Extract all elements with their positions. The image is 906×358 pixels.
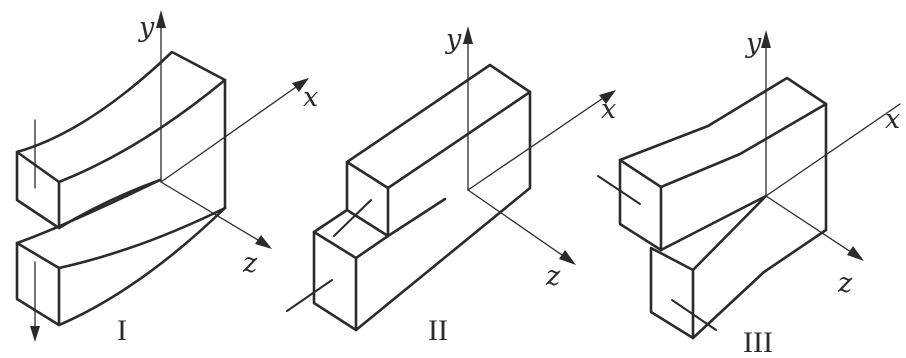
z-axis-label: z	[545, 261, 561, 292]
z-axis	[467, 189, 573, 263]
x-axis-label: x	[601, 94, 616, 125]
figure-2-axes: y x z	[445, 24, 616, 292]
y-axis-arrowhead	[761, 30, 771, 48]
figure-2-label: II	[428, 314, 448, 347]
figure-3-load-lines	[597, 175, 717, 331]
y-axis-arrowhead	[156, 10, 166, 28]
lower-load-arrowhead	[30, 326, 40, 342]
z-axis-arrowhead	[255, 235, 272, 249]
figure-3-upper-block	[618, 76, 828, 252]
figure-3-lower-block	[649, 194, 828, 340]
figure-2-lower-block	[312, 138, 532, 332]
lower-load-line	[286, 279, 333, 312]
figure-2-load-lines	[286, 199, 372, 312]
y-axis-label: y	[745, 28, 762, 59]
x-axis-arrowhead	[599, 90, 616, 104]
upper-load-line	[333, 199, 372, 237]
z-axis-arrowhead	[847, 246, 864, 261]
y-axis-label: y	[138, 12, 155, 43]
figure-3: y x z III	[597, 28, 901, 358]
x-axis	[765, 103, 901, 197]
x-axis-label: x	[303, 82, 318, 113]
z-axis-arrowhead	[559, 250, 576, 265]
figure-1-load-arrows	[30, 119, 40, 342]
lower-load-line	[671, 299, 717, 331]
z-axis	[765, 195, 861, 259]
figure-3-label: III	[743, 326, 773, 358]
figure-1-label: I	[117, 314, 127, 347]
figure-2: y x z II	[286, 24, 616, 347]
x-axis-label: x	[885, 104, 900, 135]
x-axis	[160, 79, 307, 183]
y-axis-arrowhead	[463, 26, 473, 44]
upper-load-line	[597, 175, 641, 205]
figure-3-axes: y x z	[745, 28, 901, 299]
z-axis-label: z	[837, 268, 853, 299]
x-axis	[467, 91, 613, 191]
figure-1-lower-block	[15, 178, 227, 327]
figure-1-axes: y x z	[138, 10, 318, 279]
y-axis-label: y	[445, 24, 462, 55]
figure-1: y x z I	[15, 10, 318, 347]
z-axis-label: z	[242, 248, 258, 279]
x-axis-arrowhead	[292, 78, 309, 92]
